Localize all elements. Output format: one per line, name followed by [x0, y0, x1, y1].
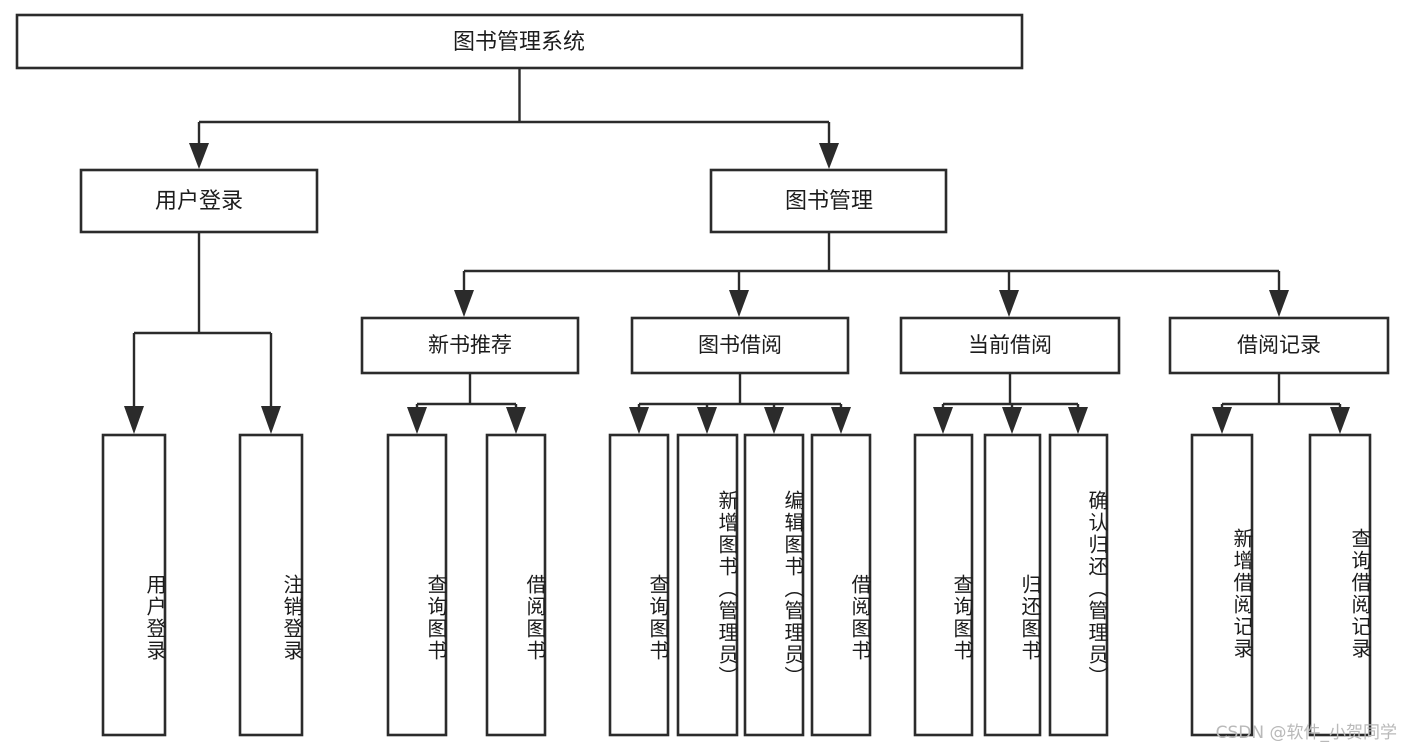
- node-user-login-label: 用户登录: [155, 189, 243, 214]
- leaf-box-user-login[interactable]: [101, 433, 167, 737]
- node-user-login[interactable]: 用户登录: [79, 168, 319, 234]
- node-borrow-record-label: 借阅记录: [1237, 333, 1321, 357]
- node-root-label: 图书管理系统: [453, 30, 585, 55]
- arrow-head-borrow: [729, 290, 749, 317]
- node-root[interactable]: 图书管理系统: [15, 13, 1024, 70]
- arrow-head-leaf-user-login: [124, 406, 144, 434]
- arrow-head-current-leaf-2: [1002, 407, 1022, 434]
- arrow-head-newbook: [454, 290, 474, 317]
- leaf-box-logout[interactable]: [238, 433, 304, 737]
- arrow-head-current: [999, 290, 1019, 317]
- node-current-borrow-box[interactable]: [899, 316, 1121, 375]
- leaf-box-edit-book-admin[interactable]: [743, 433, 805, 737]
- node-book-management-box[interactable]: [709, 168, 948, 234]
- connector-group: [124, 68, 1350, 434]
- node-user-login-box[interactable]: [79, 168, 319, 234]
- leaf-box-confirm-return[interactable]: [1048, 433, 1109, 737]
- leaf-box-return-book[interactable]: [983, 433, 1042, 737]
- arrow-head-current-leaf-1: [933, 407, 953, 434]
- leaf-box-add-book-admin[interactable]: [676, 433, 739, 737]
- node-current-borrow[interactable]: 当前借阅: [899, 316, 1121, 375]
- watermark-text: CSDN @软件_小贺同学: [1215, 723, 1397, 743]
- node-book-borrow[interactable]: 图书借阅: [630, 316, 850, 375]
- arrow-head-book-mgmt: [819, 143, 839, 169]
- node-book-borrow-label: 图书借阅: [698, 333, 782, 357]
- node-book-management[interactable]: 图书管理: [709, 168, 948, 234]
- node-new-book-recommend[interactable]: 新书推荐: [360, 316, 580, 375]
- node-borrow-record[interactable]: 借阅记录: [1168, 316, 1390, 375]
- arrow-head-record: [1269, 290, 1289, 317]
- node-current-borrow-label: 当前借阅: [968, 333, 1052, 357]
- leaf-box-query-book-3[interactable]: [913, 433, 974, 737]
- arrow-head-borrow-leaf-3: [764, 407, 784, 434]
- arrow-head-borrow-leaf-1: [629, 407, 649, 434]
- leaf-box-group: [101, 433, 1372, 737]
- leaf-box-borrow-book-1[interactable]: [485, 433, 547, 737]
- node-new-book-recommend-box[interactable]: [360, 316, 580, 375]
- arrow-head-newbook-leaf-1: [407, 407, 427, 434]
- node-root-box[interactable]: [15, 13, 1024, 70]
- arrow-head-current-leaf-3: [1068, 407, 1088, 434]
- arrow-head-record-leaf-1: [1212, 407, 1232, 434]
- leaf-box-query-record[interactable]: [1308, 433, 1372, 737]
- arrow-head-borrow-leaf-4: [831, 407, 851, 434]
- leaf-box-borrow-book-2[interactable]: [810, 433, 872, 737]
- arrow-head-leaf-logout: [261, 406, 281, 434]
- node-borrow-record-box[interactable]: [1168, 316, 1390, 375]
- leaf-box-add-record[interactable]: [1190, 433, 1254, 737]
- node-book-management-label: 图书管理: [785, 189, 873, 214]
- arrow-head-record-leaf-2: [1330, 407, 1350, 434]
- leaf-box-query-book-1[interactable]: [386, 433, 448, 737]
- arrow-head-user-login: [189, 143, 209, 169]
- node-book-borrow-box[interactable]: [630, 316, 850, 375]
- arrow-head-newbook-leaf-2: [506, 407, 526, 434]
- node-new-book-recommend-label: 新书推荐: [428, 333, 512, 357]
- arrow-head-borrow-leaf-2: [697, 407, 717, 434]
- leaf-box-query-book-2[interactable]: [608, 433, 670, 737]
